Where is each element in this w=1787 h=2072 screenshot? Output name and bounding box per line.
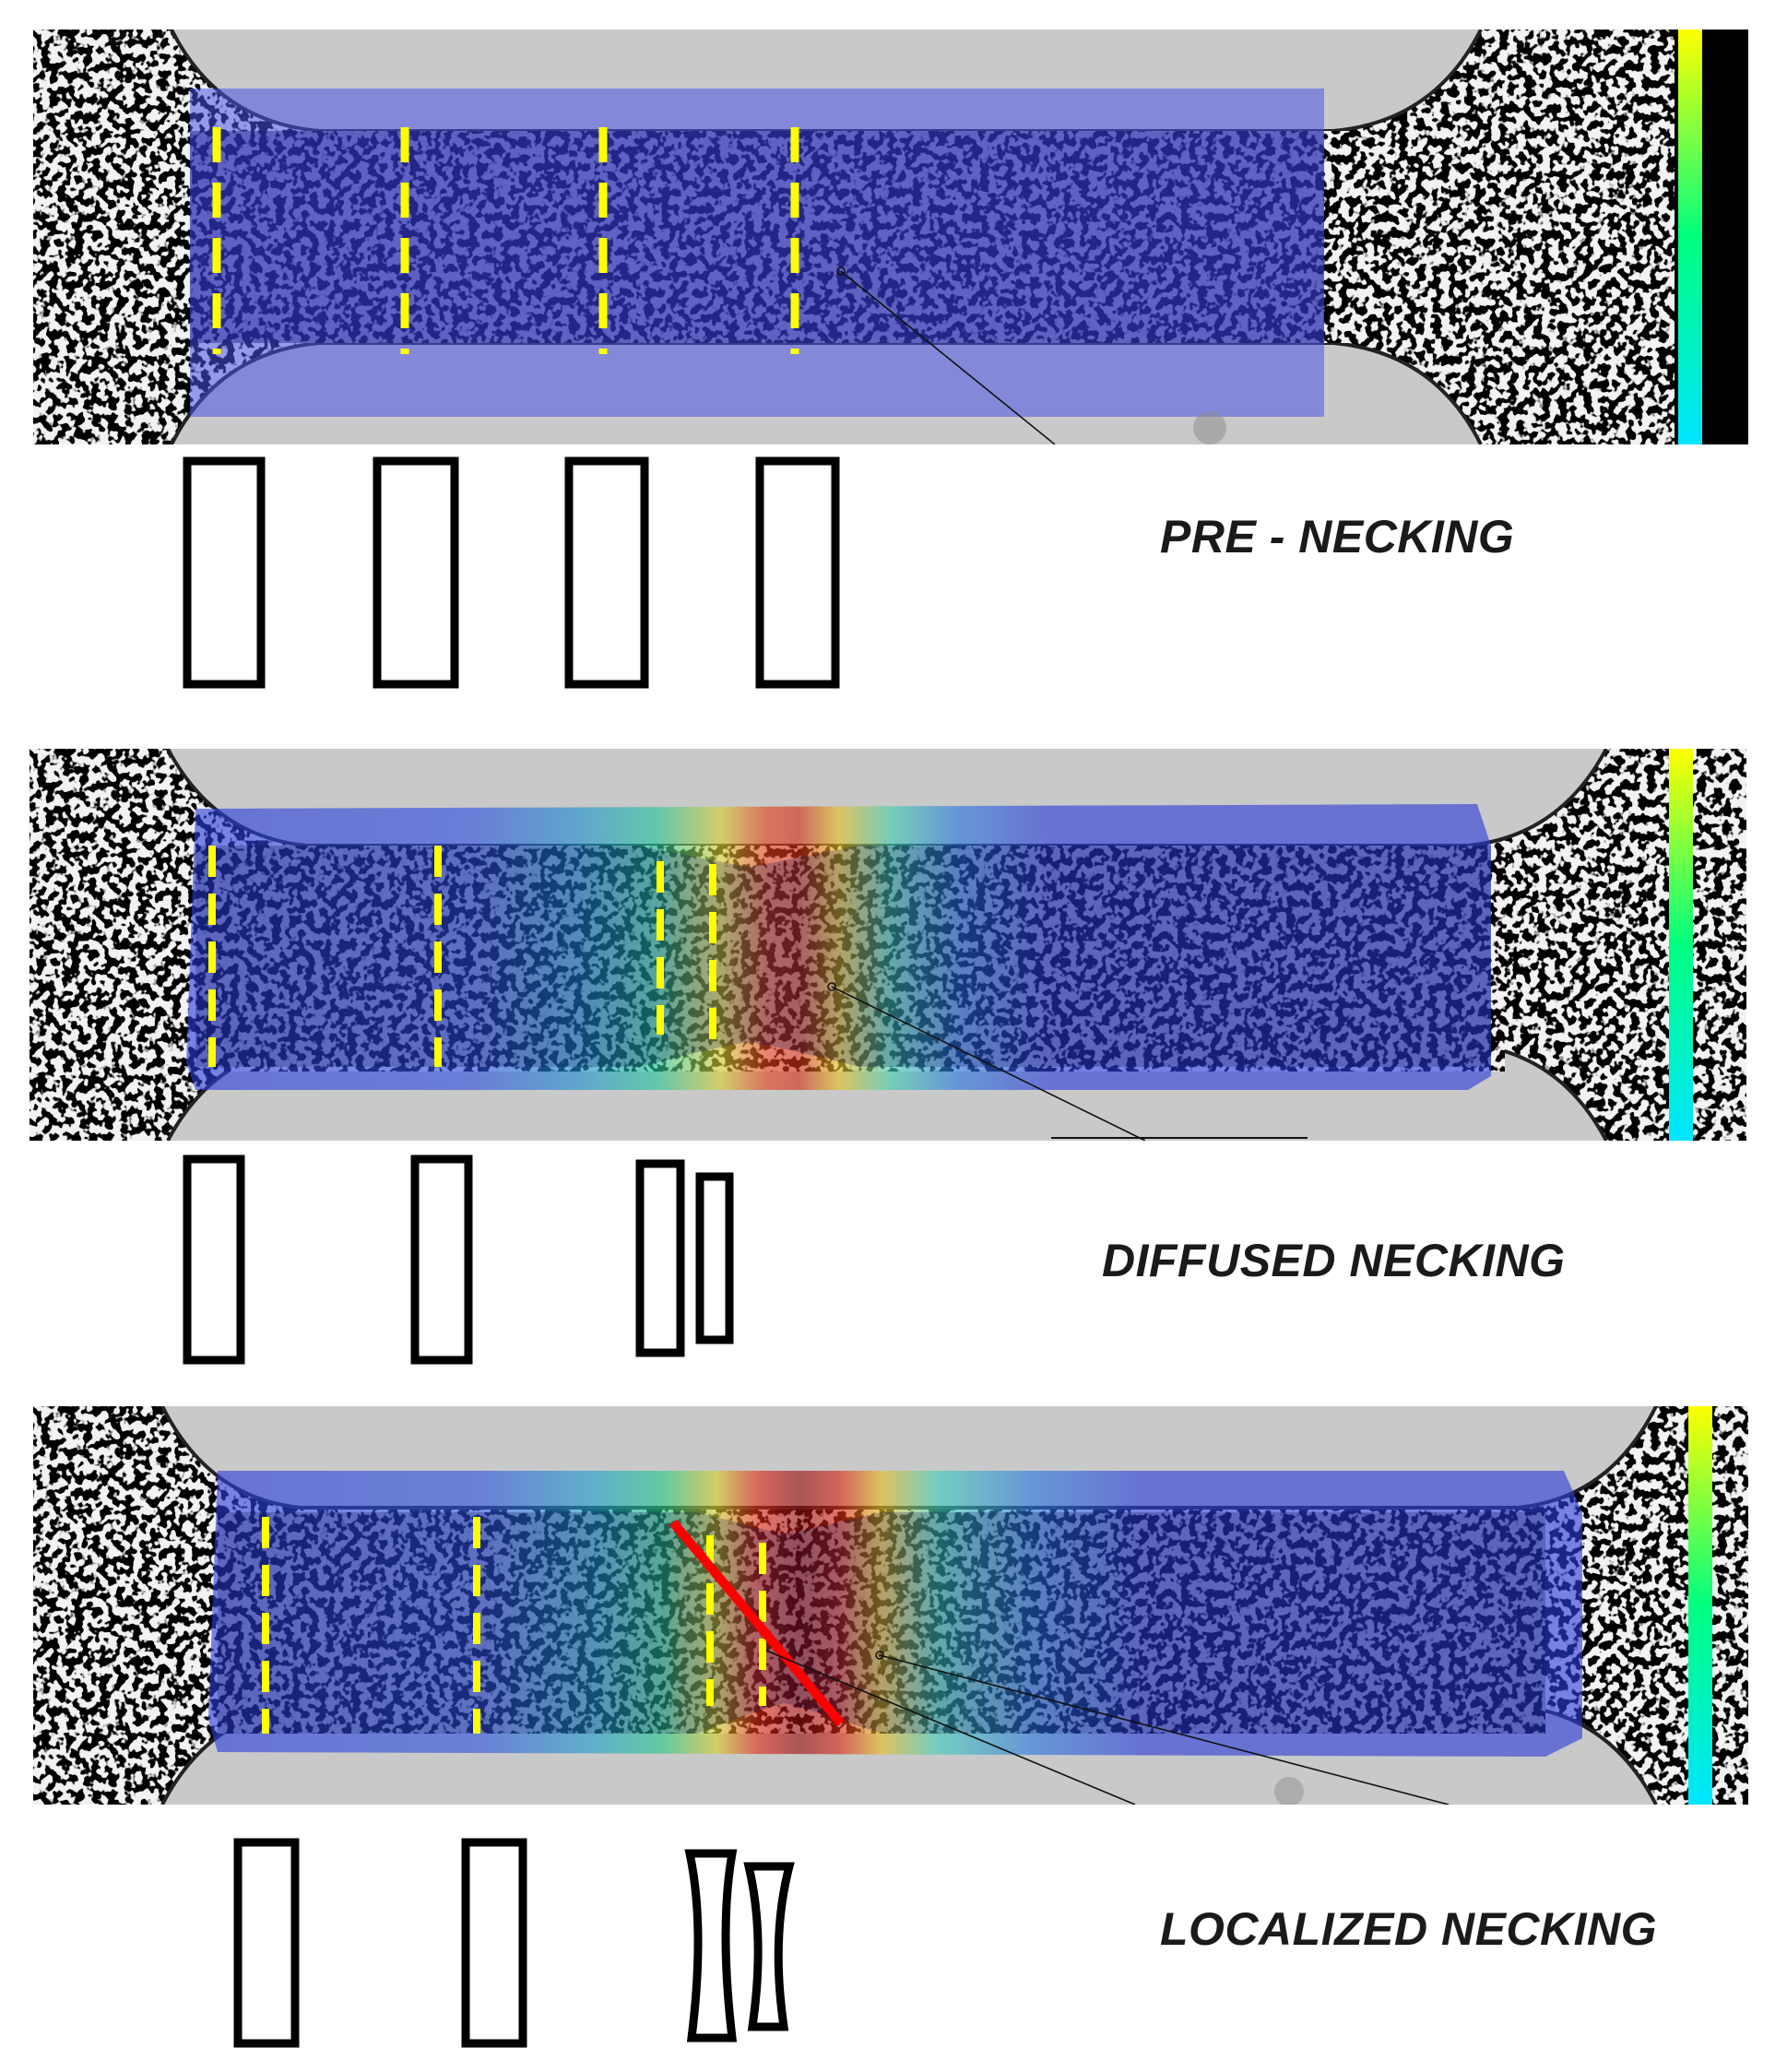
element-rect-necked <box>635 1159 685 1357</box>
localized-necking-image <box>33 1406 1748 1805</box>
element-rect <box>233 1838 300 2048</box>
pre-necking-panel <box>33 30 1748 444</box>
strain-colorbar <box>1688 1406 1712 1805</box>
stage-label-pre-necking: PRE - NECKING <box>1160 511 1515 562</box>
red-shear-band-line <box>669 1519 845 1727</box>
localized-necking-panel <box>33 1406 1748 1805</box>
diffused-necking-panel <box>30 749 1746 1141</box>
element-rect-necked <box>695 1172 734 1344</box>
strain-overlay <box>186 804 1491 1090</box>
stage-label-diffused-necking: DIFFUSED NECKING <box>1102 1235 1566 1286</box>
element-rect <box>373 456 459 689</box>
element-rect <box>564 456 649 689</box>
element-rect <box>410 1154 473 1365</box>
element-rect <box>183 456 266 689</box>
strain-colorbar <box>1669 749 1693 1141</box>
strain-colorbar <box>1678 30 1702 444</box>
element-rect <box>461 1838 527 2048</box>
strain-overlay <box>208 1471 1582 1757</box>
element-rect <box>183 1154 245 1365</box>
element-rect <box>755 456 840 689</box>
pre-necking-image <box>33 30 1748 444</box>
diffused-necking-image <box>30 749 1746 1141</box>
stage-label-localized-necking: LOCALIZED NECKING <box>1160 1903 1658 1955</box>
element-necked-shape <box>684 1849 738 2042</box>
element-necked-shape <box>743 1862 795 2031</box>
strain-overlay <box>190 89 1324 417</box>
